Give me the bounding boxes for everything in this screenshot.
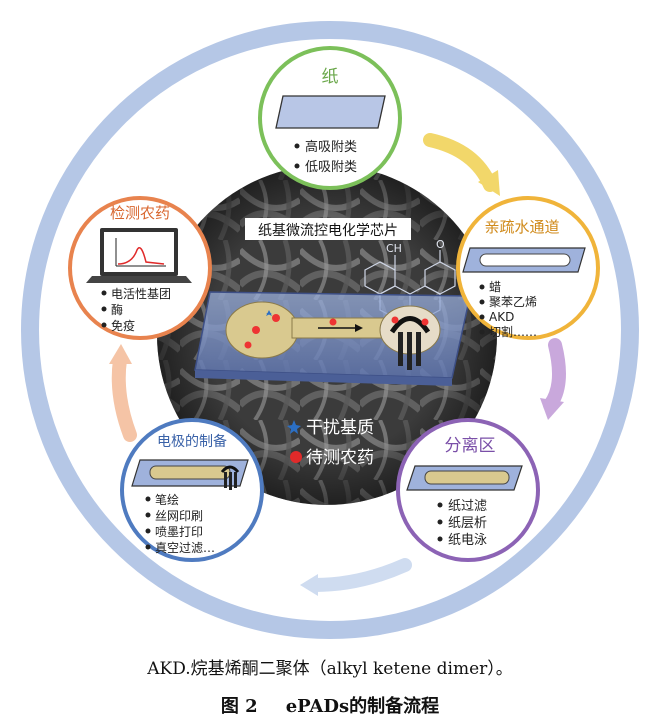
flow-arrows: [109, 133, 566, 596]
stage-detection-item-1: 电活性基团: [111, 287, 171, 301]
paper-strip: [275, 95, 386, 129]
stage-channel-title: 亲疏水通道: [484, 218, 559, 236]
chip-title-plate: [245, 218, 411, 240]
sample-zone: [225, 301, 299, 359]
legend-label-pesticide: 待测农药: [306, 448, 374, 468]
legend: 干扰基质 待测农药: [287, 418, 374, 468]
arrow-separation-to-electrode: [308, 558, 412, 592]
arrow-head-1: [478, 170, 500, 196]
stage-channel-item-2: 聚苯乙烯: [489, 295, 537, 309]
electrode-lead-3: [416, 332, 421, 366]
stage-electrode-item-1: 笔绘: [155, 492, 179, 507]
stage-electrode-title: 电极的制备: [157, 433, 227, 450]
flow-diagram: 纸基微流控电化学芯片 CH O 干扰基质 待测农药: [21, 21, 639, 639]
stage-electrode-item-3: 喷墨打印: [155, 525, 203, 539]
stage-channel-item-4: 切割……: [489, 324, 537, 339]
electrode-lead-1: [398, 332, 403, 366]
stage-channel-item-3: AKD: [489, 310, 514, 324]
stage-detection-item-2: 酶: [111, 302, 123, 317]
stage-paper-item-2: 低吸附类: [305, 160, 357, 175]
stage-detection-title: 检测农药: [110, 204, 170, 222]
stage-electrode-item-4: 真空过滤…: [155, 541, 215, 555]
legend-label-interference: 干扰基质: [306, 418, 374, 438]
figure-title: ePADs的制备流程: [285, 696, 440, 717]
arrow-head-4: [109, 344, 132, 364]
chip-title: 纸基微流控电化学芯片: [258, 222, 398, 239]
molecule-label-left: CH: [386, 242, 402, 255]
arrow-channel-to-separation: [543, 338, 566, 412]
figure-number: 图 2: [220, 696, 258, 717]
stage-separation-title: 分离区: [445, 436, 496, 456]
stage-separation-item-3: 纸电泳: [448, 533, 487, 548]
stage-detection: 检测农药 电活性基团 酶 免疫: [68, 196, 212, 340]
outer-ring: [21, 21, 639, 639]
stage-paper: 纸 高吸附类 低吸附类: [258, 46, 402, 190]
stage-electrode: 电极的制备 笔绘 丝网印刷 喷墨打印 真空过滤…: [120, 418, 264, 562]
arrow-head-2: [540, 398, 564, 420]
laptop-icon: [86, 228, 192, 283]
stage-detection-item-3: 免疫: [111, 318, 135, 333]
molecule-label-right: O: [436, 238, 445, 251]
stage-separation-item-2: 纸层析: [448, 516, 487, 531]
stage-paper-title: 纸: [322, 67, 339, 87]
figure-note: AKD.烷基烯酮二聚体（alkyl ketene dimer）。: [147, 659, 513, 679]
stage-separation: 分离区 纸过滤 纸层析 纸电泳: [396, 418, 540, 562]
blue-star-icon: [287, 420, 301, 434]
electrode-arc: [389, 316, 431, 334]
stage-channel-item-1: 蜡: [489, 280, 501, 294]
arrow-electrode-to-detection: [111, 353, 137, 442]
stage-electrode-item-2: 丝网印刷: [155, 509, 203, 523]
arrow-paper-to-channel: [423, 133, 497, 192]
stage-paper-item-1: 高吸附类: [305, 139, 357, 155]
electrode-lead-2: [407, 332, 412, 370]
figure-caption: 图 2 ePADs的制备流程: [0, 692, 660, 718]
stage-channel: 亲疏水通道 蜡 聚苯乙烯 AKD 切割……: [456, 196, 600, 340]
stage-separation-item-1: 纸过滤: [448, 499, 487, 514]
red-dot-icon: [290, 451, 302, 463]
arrow-head-3: [300, 574, 318, 596]
chip: [194, 291, 471, 386]
